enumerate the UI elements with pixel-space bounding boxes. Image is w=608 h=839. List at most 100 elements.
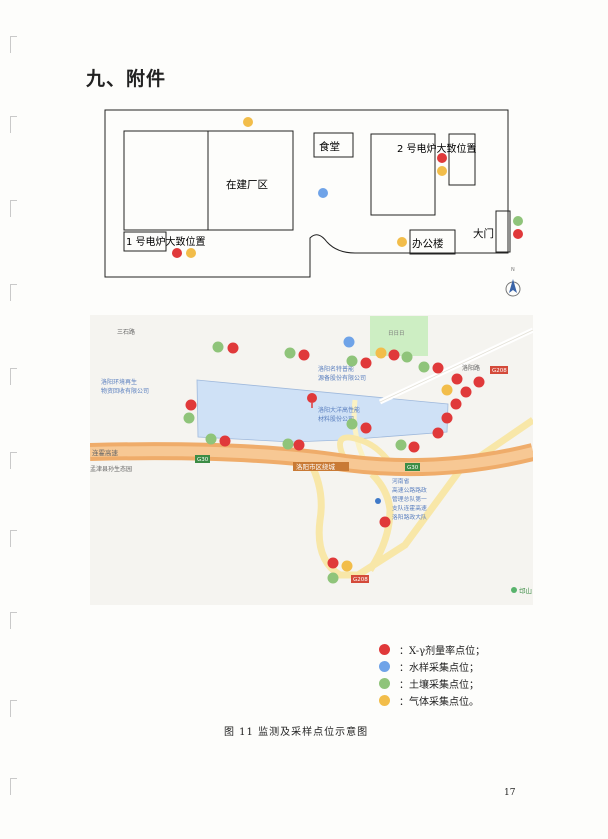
dose-point xyxy=(441,412,453,424)
margin-mark xyxy=(10,284,17,301)
gas-dot-icon xyxy=(379,694,390,706)
legend-item: ：土壤采集点位； xyxy=(379,676,479,691)
mountain-icon xyxy=(511,587,517,593)
label-gate: 大门 xyxy=(473,227,494,240)
dose-point xyxy=(172,248,182,258)
office-box xyxy=(409,229,456,255)
figure-caption: 图 11 监测及采样点位示意图 xyxy=(224,727,369,738)
margin-mark xyxy=(10,452,17,469)
map-label-highway-center: 洛阳市区绕城 xyxy=(296,462,336,471)
svg-text:N: N xyxy=(511,267,515,273)
map-label-park-name: 孟津县孙生态园 xyxy=(90,465,132,473)
margin-mark xyxy=(10,200,17,217)
margin-mark xyxy=(10,530,17,547)
map-label-highway-west: 连霍高速 xyxy=(92,448,119,457)
map-label-company-2: 洛阳环境再生物资回收有限公司 xyxy=(101,378,149,395)
canteen-box xyxy=(313,132,354,158)
dose-point xyxy=(460,386,472,398)
map-label-park: 日日日 xyxy=(388,330,405,337)
map-label-main-company: 洛阳大洋高性能材料股份公司 xyxy=(318,406,360,423)
dose-point xyxy=(432,362,444,374)
label-construction: 在建厂区 xyxy=(226,178,268,191)
dose-point xyxy=(513,229,523,239)
soil-point xyxy=(418,361,430,373)
soil-point xyxy=(395,439,407,451)
legend-item: ：水样采集点位； xyxy=(379,659,479,674)
police-icon xyxy=(375,498,381,504)
margin-mark xyxy=(10,778,17,795)
legend-item: ：气体采集点位。 xyxy=(379,693,479,708)
north-arrow-icon: N xyxy=(505,267,521,297)
gas-point xyxy=(341,560,353,572)
location-map: 三石路 日日日 洛阳名特普能源备股份有限公司 洛阳环境再生物资回收有限公司 洛阳… xyxy=(90,315,533,605)
dose-point xyxy=(437,153,447,163)
svg-text:G30: G30 xyxy=(407,465,419,471)
dose-point xyxy=(450,398,462,410)
soil-point xyxy=(205,433,217,445)
map-label-road: 三石路 xyxy=(117,328,135,336)
dose-point xyxy=(360,357,372,369)
map-label-company-1: 洛阳名特普能源备股份有限公司 xyxy=(318,365,366,382)
dose-point xyxy=(432,427,444,439)
dose-point xyxy=(451,373,463,385)
label-office: 办公楼 xyxy=(412,237,444,250)
margin-mark xyxy=(10,36,17,53)
label-canteen: 食堂 xyxy=(319,140,340,153)
furnace-2-box xyxy=(448,133,476,186)
map-label-mountain: 邙山 xyxy=(519,586,532,595)
ramp xyxy=(306,460,360,579)
label-furnace-2: 2 号电炉大致位置 xyxy=(397,142,477,155)
gas-point xyxy=(441,384,453,396)
soil-point xyxy=(284,347,296,359)
dose-point xyxy=(327,557,339,569)
svg-text:G208: G208 xyxy=(353,577,368,583)
section-title: 九、附件 xyxy=(86,68,167,90)
site-plan: 在建厂区 食堂 2 号电炉大致位置 1 号电炉大致位置 办公楼 大门 N xyxy=(104,109,523,297)
gate-box xyxy=(495,210,511,253)
road-g208 xyxy=(356,417,533,578)
svg-text:G30: G30 xyxy=(197,457,209,463)
hw-badge xyxy=(405,463,420,471)
dose-point xyxy=(379,516,391,528)
furnace-1-box xyxy=(123,231,167,252)
gas-point xyxy=(397,237,407,247)
margin-mark xyxy=(10,368,17,385)
highway-label-bg xyxy=(293,462,349,471)
soil-point xyxy=(401,351,413,363)
label-furnace-1: 1 号电炉大致位置 xyxy=(126,235,206,248)
margin-mark xyxy=(10,116,17,133)
gas-point xyxy=(437,166,447,176)
water-point xyxy=(343,336,355,348)
gas-point xyxy=(375,347,387,359)
building-2 xyxy=(370,133,436,216)
water-point xyxy=(318,188,328,198)
gas-point xyxy=(243,117,253,127)
map-sampling-points xyxy=(183,336,485,584)
soil-point xyxy=(183,412,195,424)
margin-mark xyxy=(10,700,17,717)
dose-point xyxy=(473,376,485,388)
dose-point xyxy=(388,349,400,361)
hw-badge xyxy=(195,455,210,463)
soil-point xyxy=(346,355,358,367)
legend-item: ：X-γ剂量率点位； xyxy=(379,642,485,657)
soil-point xyxy=(282,438,294,450)
dose-point xyxy=(408,441,420,453)
dose-point xyxy=(185,399,197,411)
dose-rate-dot-icon xyxy=(379,643,390,655)
dose-point xyxy=(360,422,372,434)
ramp xyxy=(367,471,394,572)
dose-point xyxy=(298,349,310,361)
svg-text:G208: G208 xyxy=(492,368,507,374)
page-number: 17 xyxy=(504,788,516,798)
road-badge xyxy=(490,366,508,374)
dose-point xyxy=(227,342,239,354)
map-pin-icon xyxy=(307,393,317,403)
soil-point xyxy=(212,341,224,353)
margin-mark xyxy=(10,612,17,629)
soil-point xyxy=(513,216,523,226)
soil-dot-icon xyxy=(379,677,390,689)
gas-point xyxy=(186,248,196,258)
site-boundary xyxy=(104,109,509,278)
water-dot-icon xyxy=(379,660,390,672)
